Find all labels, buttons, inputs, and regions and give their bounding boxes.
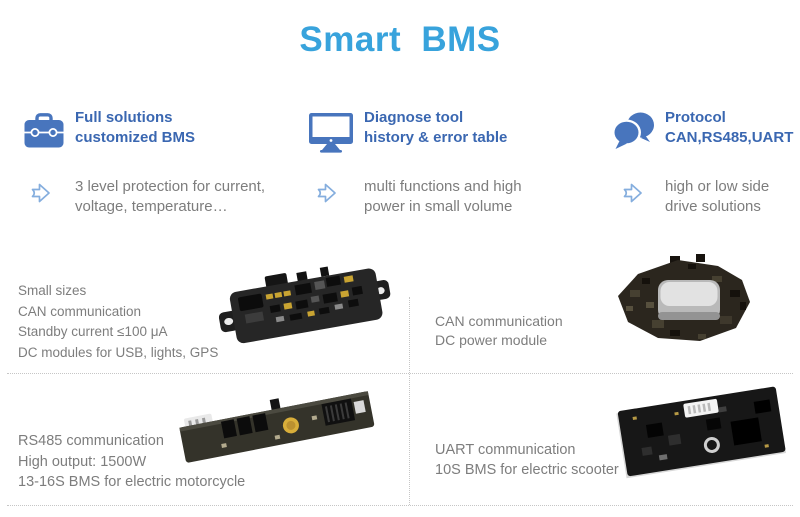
product-specs-dc-power-module: CAN communication DC power module (435, 312, 563, 350)
arrow-right-icon (616, 179, 644, 212)
divider-vertical (409, 297, 410, 505)
bullet-line: drive solutions (665, 198, 761, 215)
product-spec-line: RS485 communication (18, 433, 164, 449)
product-photo-motorcycle-bms-board (175, 383, 380, 476)
page-title: Smart BMS (299, 20, 501, 59)
product-spec-line: 10S BMS for electric scooter (435, 461, 619, 478)
feature-full-solutions: Full solutions customized BMS (75, 108, 195, 148)
feature-title: Protocol (665, 109, 726, 126)
arrow-right-icon (310, 179, 338, 212)
product-spec-line: CAN communication (435, 313, 563, 329)
product-spec-line: High output: 1500W (18, 453, 147, 470)
product-spec-line: 13-16S BMS for electric motorcycle (18, 474, 246, 490)
feature-subtitle: history & error table (364, 129, 508, 146)
bullet-line: high or low side (665, 178, 770, 195)
product-spec-line: Small sizes (18, 283, 87, 298)
feature-protocol: Protocol CAN,RS485,UART (665, 108, 793, 148)
divider-horizontal-top (7, 373, 793, 374)
feature-title: Full solutions (75, 109, 173, 126)
bullet-drive-solutions: high or low side drive solutions (665, 177, 769, 217)
product-spec-line: DC modules for USB, lights, GPS (18, 344, 219, 360)
product-specs-can-module: Small sizes CAN communication Standby cu… (18, 281, 218, 363)
divider-horizontal-bottom (7, 505, 793, 506)
feature-subtitle: CAN,RS485,UART (665, 129, 794, 146)
bullet-line: voltage, temperature… (75, 198, 228, 215)
product-spec-line: Standby current ≤100 μA (18, 324, 168, 339)
feature-title: Diagnose tool (364, 109, 464, 126)
feature-diagnose-tool: Diagnose tool history & error table (364, 108, 507, 148)
product-spec-line: UART communication (435, 442, 576, 458)
bullet-line: power in small volume (364, 198, 513, 215)
bullet-protection: 3 level protection for current, voltage,… (75, 177, 265, 217)
arrow-right-icon (24, 179, 52, 212)
product-photo-dc-power-module-board (600, 250, 768, 358)
chat-bubbles-icon (611, 110, 657, 152)
product-spec-line: CAN communication (18, 303, 142, 319)
feature-subtitle: customized BMS (75, 129, 196, 146)
monitor-icon (306, 110, 356, 154)
product-specs-scooter-bms: UART communication 10S BMS for electric … (435, 441, 619, 480)
product-specs-motorcycle-bms: RS485 communication High output: 1500W 1… (18, 431, 245, 493)
bullet-line: multi functions and high (364, 178, 522, 195)
product-photo-can-module-board (210, 254, 400, 361)
bullet-line: 3 level protection for current, (75, 178, 266, 195)
product-photo-scooter-bms-board (612, 386, 797, 486)
bullet-multi-functions: multi functions and high power in small … (364, 177, 522, 217)
product-spec-line: DC power module (435, 332, 548, 348)
toolbox-icon (22, 110, 66, 150)
